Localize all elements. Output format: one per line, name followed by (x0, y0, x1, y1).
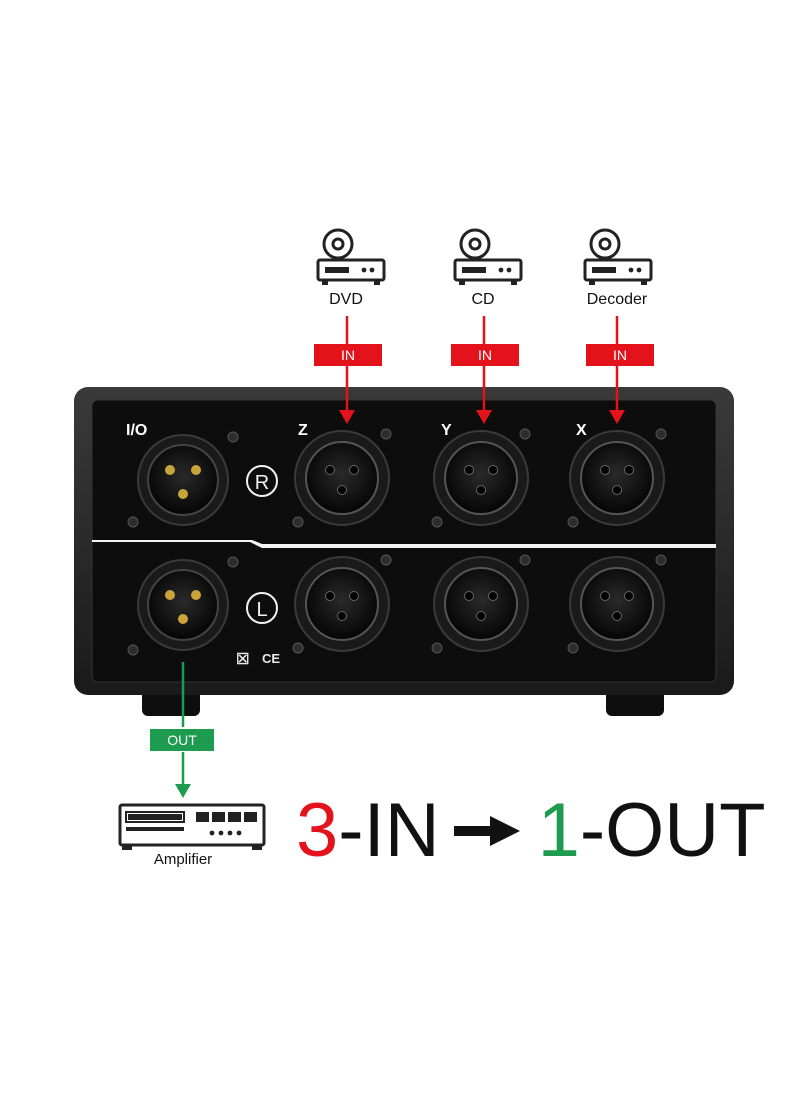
xlr-female-z-left (292, 554, 392, 654)
dvd-player-icon (316, 228, 386, 285)
amplifier-label: Amplifier (153, 851, 213, 868)
source-label-cd: CD (471, 291, 495, 308)
tagline-in-count: 3 (296, 788, 339, 873)
decoder-icon (583, 228, 653, 285)
tagline-out-count: 1 (537, 788, 580, 873)
in-label-decoder: IN (586, 344, 654, 366)
ce-mark: CE (262, 651, 281, 666)
amplifier-icon (118, 803, 266, 850)
tagline-arrow-icon (453, 816, 520, 846)
xlr-female-z-right (292, 428, 392, 528)
out-arrow-lower (175, 752, 191, 798)
cd-player-icon (453, 228, 523, 285)
port-label-z: Z (298, 422, 308, 439)
port-label-x: X (576, 422, 587, 439)
weee-mark: ☒ (236, 651, 250, 668)
in-label-dvd: IN (314, 344, 382, 366)
tagline: 3 -IN 1 -OUT (296, 786, 766, 876)
source-label-decoder: Decoder (586, 291, 648, 308)
xlr-female-x-right (567, 428, 667, 528)
xlr-female-y-left (431, 554, 531, 654)
xlr-female-y-right (431, 428, 531, 528)
source-label-dvd: DVD (329, 291, 363, 308)
tagline-in-text: -IN (338, 788, 440, 873)
tagline-out-text: -OUT (579, 788, 766, 873)
switch-box (74, 316, 734, 727)
out-label: OUT (150, 729, 214, 751)
channel-left-mark: L (246, 592, 278, 624)
channel-right-mark: R (246, 465, 278, 497)
io-label: I/O (126, 422, 148, 439)
divider-stripe (92, 540, 716, 548)
xlr-male-left (127, 556, 239, 656)
port-label-y: Y (441, 422, 452, 439)
xlr-female-x-left (567, 554, 667, 654)
in-label-cd: IN (451, 344, 519, 366)
xlr-male-right (127, 431, 239, 528)
